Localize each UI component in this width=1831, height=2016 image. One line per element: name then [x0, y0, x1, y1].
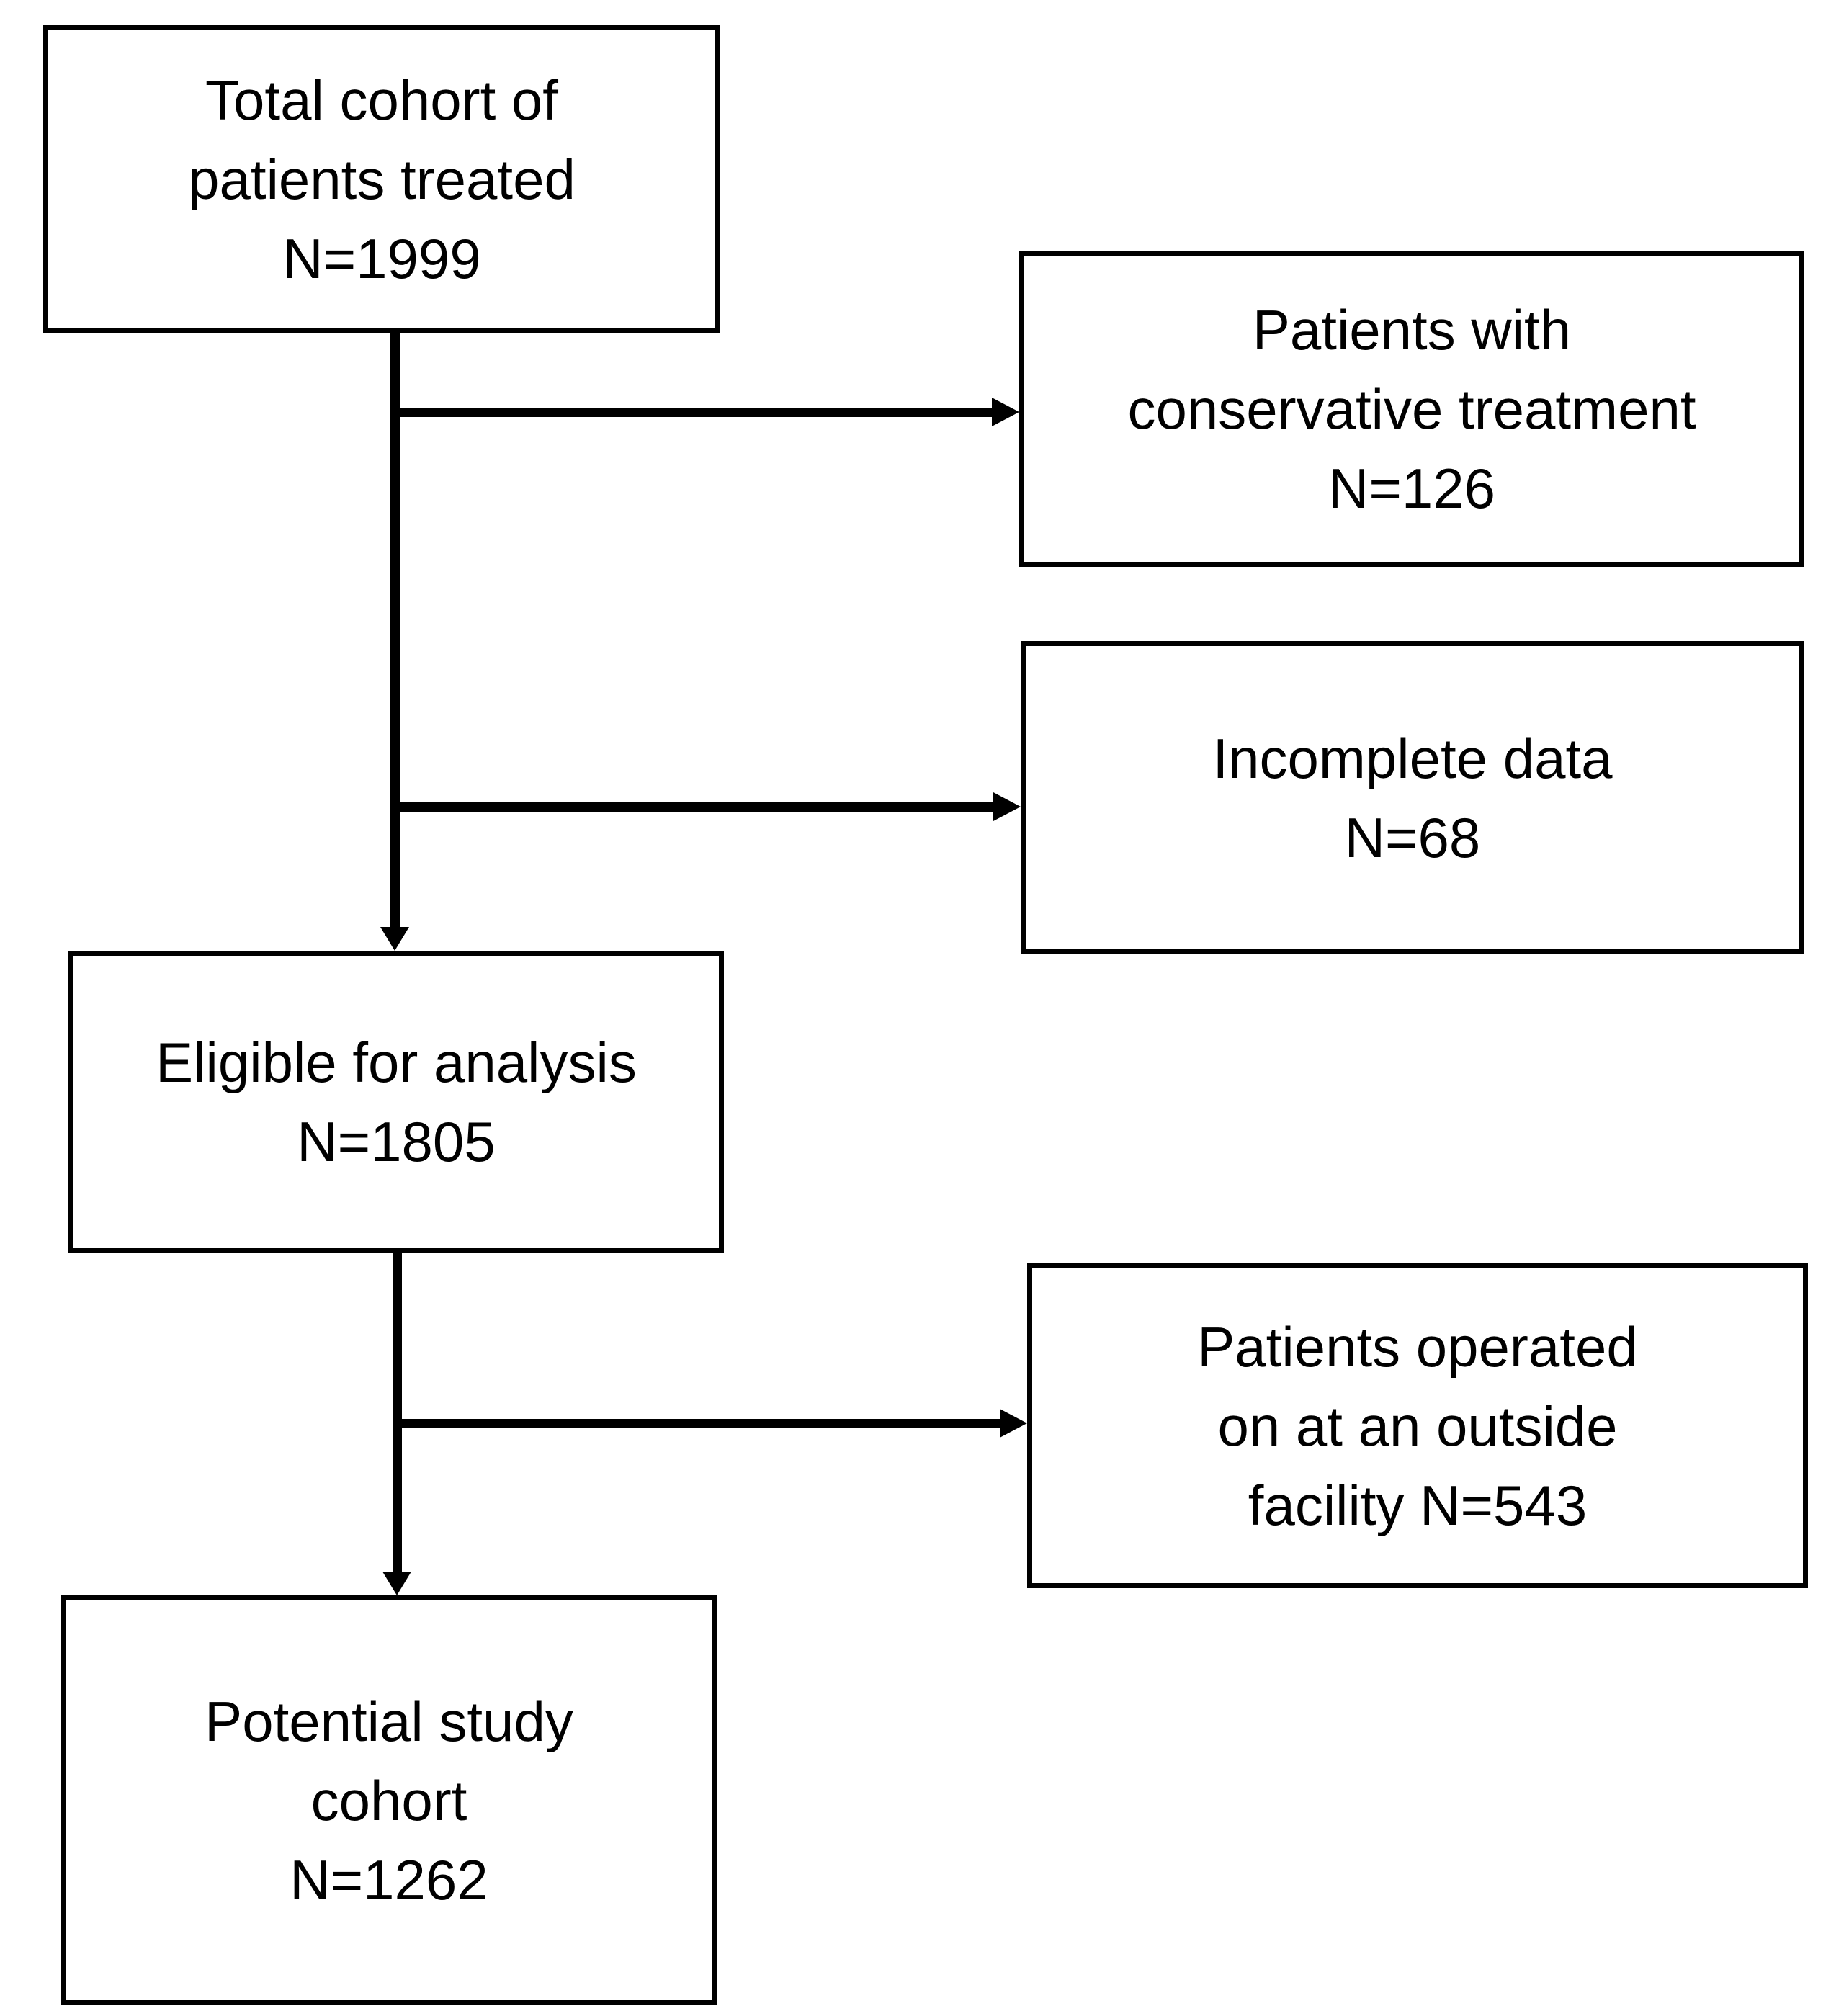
arrowhead-right-conservative-icon [992, 398, 1019, 426]
box-total-cohort-line-1: Total cohort of [205, 68, 558, 132]
arrowhead-right-incomplete-icon [993, 792, 1021, 821]
box-incomplete-data-line-1: Incomplete data [1212, 726, 1613, 790]
box-potential-study-cohort-line-1: Potential study [205, 1689, 573, 1753]
box-conservative-treatment-line-1: Patients with [1252, 297, 1572, 362]
box-total-cohort-count: N=1999 [282, 227, 481, 290]
box-eligible-for-analysis-count: N=1805 [297, 1110, 496, 1173]
box-total-cohort: Total cohort of patients treated N=1999 [43, 25, 720, 333]
connector-to-conservative-line [395, 408, 992, 417]
box-potential-study-cohort: Potential study cohort N=1262 [61, 1595, 717, 2005]
box-outside-facility-line-1: Patients operated [1197, 1314, 1638, 1379]
connector-total-to-eligible-line [390, 333, 400, 927]
box-potential-study-cohort-line-2: cohort [310, 1768, 467, 1832]
box-incomplete-data: Incomplete data N=68 [1021, 641, 1804, 954]
connector-to-outside-line [397, 1419, 1000, 1428]
box-eligible-for-analysis: Eligible for analysis N=1805 [68, 951, 724, 1253]
box-outside-facility-line-2: on at an outside [1217, 1394, 1618, 1458]
box-conservative-treatment: Patients with conservative treatment N=1… [1019, 251, 1804, 567]
arrowhead-right-outside-icon [1000, 1409, 1027, 1438]
box-eligible-for-analysis-line-1: Eligible for analysis [156, 1031, 637, 1094]
box-potential-study-cohort-count: N=1262 [290, 1847, 488, 1912]
box-conservative-treatment-count: N=126 [1328, 456, 1496, 520]
box-outside-facility-count: facility N=543 [1248, 1473, 1588, 1537]
box-incomplete-data-count: N=68 [1344, 805, 1481, 869]
arrowhead-down-eligible-icon [380, 927, 409, 951]
box-conservative-treatment-line-2: conservative treatment [1127, 377, 1696, 441]
connector-eligible-to-cohort-line [393, 1253, 402, 1572]
arrowhead-down-cohort-icon [382, 1572, 411, 1595]
box-total-cohort-line-2: patients treated [188, 148, 576, 211]
connector-to-incomplete-line [395, 802, 993, 812]
box-outside-facility: Patients operated on at an outside facil… [1027, 1263, 1808, 1588]
